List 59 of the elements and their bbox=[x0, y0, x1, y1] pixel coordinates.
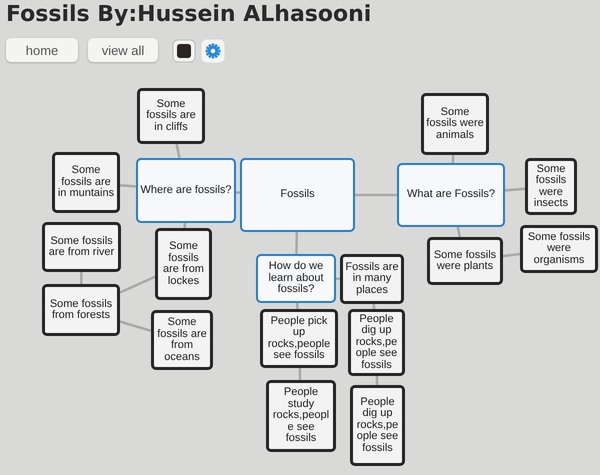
node-text: Some fossils are from river bbox=[48, 236, 116, 258]
idea-box bbox=[520, 225, 598, 273]
node-text: People pick up rocks,people see fossils bbox=[266, 316, 332, 362]
idea-box bbox=[42, 284, 120, 336]
idea-box bbox=[151, 310, 213, 370]
connector-line bbox=[119, 276, 156, 294]
node-text: Some fossils are from oceans bbox=[156, 317, 208, 363]
node-text: How do we learn about fossils? bbox=[267, 261, 325, 296]
connector-line bbox=[298, 368, 302, 380]
node-text: Some fossils were insects bbox=[532, 164, 570, 210]
idea-box bbox=[421, 93, 489, 155]
home-button: home bbox=[6, 38, 78, 62]
idea-box bbox=[52, 152, 120, 213]
connector-line bbox=[296, 302, 299, 310]
connector-line bbox=[336, 278, 340, 280]
idea-box bbox=[137, 88, 205, 144]
idea-box bbox=[340, 254, 404, 304]
idea-box bbox=[260, 309, 338, 368]
node-text: Some fossils were plants bbox=[432, 250, 498, 272]
topic-box bbox=[136, 158, 236, 223]
topic-box bbox=[240, 158, 355, 232]
idea-box bbox=[350, 385, 405, 466]
idea-box bbox=[155, 228, 212, 300]
connector-line bbox=[355, 194, 397, 196]
connector-line bbox=[120, 320, 152, 332]
connector-line bbox=[502, 252, 520, 258]
node-text: People study rocks,people see fossils bbox=[272, 387, 330, 445]
node-text: Where are fossils? bbox=[140, 184, 232, 196]
idea-box bbox=[266, 380, 336, 452]
node-text: Fossils are in many places bbox=[345, 262, 399, 296]
idea-box bbox=[427, 237, 503, 285]
connector-line bbox=[80, 272, 83, 284]
topic-box bbox=[256, 254, 336, 303]
topic-box bbox=[397, 163, 505, 227]
connector-line bbox=[456, 226, 462, 238]
node-text: People dig up rocks,people see fossils bbox=[356, 396, 400, 454]
connector-line bbox=[120, 184, 136, 188]
node-text: Some fossils were organisms bbox=[526, 232, 592, 266]
node-text: Some fossils are from lockes bbox=[162, 241, 205, 287]
idea-box bbox=[348, 309, 405, 376]
node-text: Fossils bbox=[280, 189, 315, 201]
connector-line bbox=[372, 304, 376, 310]
view-all-button: view all bbox=[88, 38, 158, 62]
connector-line bbox=[295, 232, 298, 254]
connector-line bbox=[236, 191, 240, 194]
node-text: Some fossils from forests bbox=[48, 298, 114, 322]
node-text: Some fossils are in cliffs bbox=[145, 98, 197, 134]
connector-line bbox=[183, 222, 186, 228]
idea-box bbox=[42, 222, 121, 272]
node-text: What are Fossils? bbox=[406, 189, 496, 201]
idea-box bbox=[525, 158, 577, 215]
connector-line bbox=[452, 154, 454, 164]
connector-line bbox=[376, 376, 378, 386]
node-text: Some fossils are in muntains bbox=[57, 165, 115, 200]
title: Fossils By:Hussein ALhasooni bbox=[6, 2, 372, 27]
node-text: People dig up rocks,people see fossils bbox=[354, 314, 398, 372]
connector-line bbox=[504, 187, 526, 192]
connector-line bbox=[175, 144, 181, 158]
node-text: Some fossils were animals bbox=[426, 106, 484, 142]
